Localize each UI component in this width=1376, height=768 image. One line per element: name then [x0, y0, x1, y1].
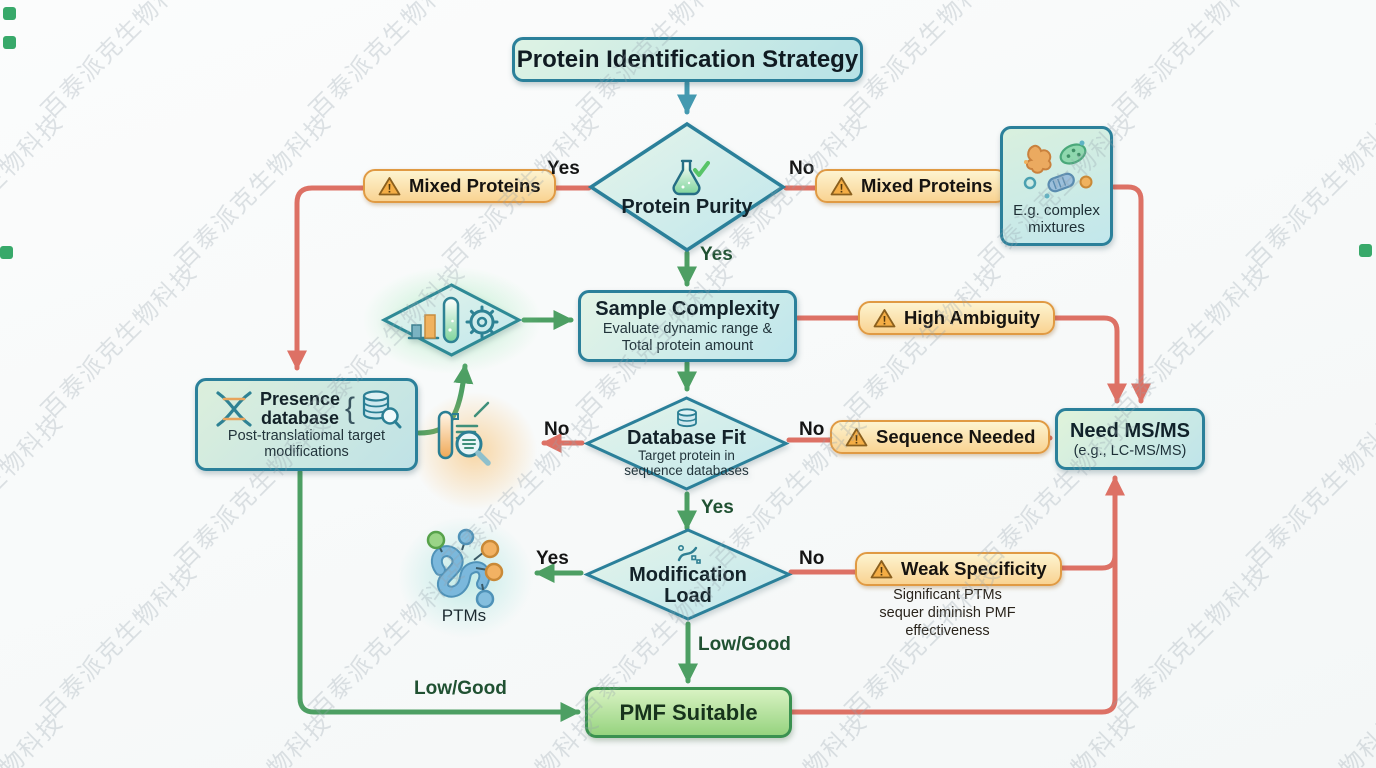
page-title: Protein Identification Strategy: [516, 45, 859, 73]
modification-icon: [677, 544, 701, 564]
diamond-shape: [583, 528, 793, 621]
note-title: Presence database: [259, 388, 341, 428]
ptms-label: PTMs: [441, 606, 487, 625]
tube-search-icon: [437, 401, 491, 466]
badge-label: Mixed Proteins: [409, 175, 541, 196]
decision-label: Database Fit: [627, 427, 746, 450]
decision-protein-purity: Protein Purity: [587, 120, 787, 254]
edge-complex-to-needmsms: [1111, 184, 1151, 404]
mixture-blobs-icon: [1023, 140, 1092, 199]
step-sample-complexity: Sample Complexity Evaluate dynamic range…: [578, 290, 797, 362]
edge-presence-to-pmf: [297, 469, 581, 722]
decision-label: Protein Purity: [621, 195, 753, 218]
note-subtitle: modifications: [264, 443, 349, 460]
edge-label-purity-yes-left: Yes: [547, 158, 580, 179]
badge-mixed-proteins-right: ! Mixed Proteins: [815, 169, 1008, 203]
badge-label: Weak Specificity: [901, 558, 1047, 579]
edge-label-mod-yes-left: Yes: [536, 548, 569, 569]
warning-icon: !: [870, 560, 893, 579]
edge-purity-yes-to-presence: [287, 185, 592, 371]
ptms-protein-icon: [426, 528, 504, 609]
result-title: PMF Suitable: [619, 699, 758, 725]
decision-modification-load: Modification Load: [583, 527, 793, 622]
badge-high-ambiguity: ! High Ambiguity: [858, 301, 1055, 335]
svg-text:!: !: [883, 314, 887, 328]
example-complex-mixtures: E.g. complex mixtures: [1000, 126, 1113, 246]
note-presence-database: Presence database { Post-translatiomal t…: [195, 378, 418, 471]
badge-weak-specificity: ! Weak Specificity: [855, 552, 1062, 586]
svg-text:!: !: [840, 182, 844, 196]
edge-label-mod-lowgood-down: Low/Good: [698, 634, 791, 655]
edge-label-mod-no-right: No: [799, 548, 825, 569]
decision-database-fit: Database Fit Target protein in sequence …: [583, 395, 790, 492]
ptms-icon-wrap: [412, 528, 512, 613]
edge-high-to-needmsms: [1030, 315, 1127, 404]
badge-sequence-needed: ! Sequence Needed: [830, 420, 1051, 454]
edge-label-dbfit-no-left: No: [544, 419, 570, 440]
edge-label-purity-yes-down: Yes: [700, 244, 733, 265]
result-title: Need MS/MS: [1069, 419, 1191, 442]
result-pmf-suitable: PMF Suitable: [585, 687, 792, 738]
dna-icon: [216, 391, 252, 427]
step-title: Sample Complexity: [595, 298, 780, 321]
flask-check-icon: [672, 159, 710, 195]
edge-label-purity-no-right: No: [789, 158, 815, 179]
badge-label: Mixed Proteins: [861, 175, 993, 196]
warning-icon: !: [845, 428, 868, 447]
svg-text:!: !: [855, 433, 859, 447]
brace-glyph: {: [345, 391, 356, 425]
badge-mixed-proteins-left: ! Mixed Proteins: [363, 169, 556, 203]
result-need-msms: Need MS/MS (e.g., LC-MS/MS): [1055, 408, 1205, 470]
sequence-search-icon-wrap: [425, 400, 497, 477]
result-subtitle: (e.g., LC-MS/MS): [1073, 442, 1187, 459]
step-subtitle: Evaluate dynamic range &: [602, 321, 773, 338]
title-node: Protein Identification Strategy: [512, 37, 863, 82]
edge-label-presence-lowgood: Low/Good: [414, 678, 507, 699]
note-subtitle: Post-translatiomal target: [227, 427, 386, 444]
svg-text:!: !: [388, 182, 392, 196]
database-icon: [676, 408, 697, 428]
step-subtitle: Total protein amount: [621, 337, 754, 354]
warning-icon: !: [873, 309, 896, 328]
diamond-shape: [583, 396, 790, 491]
analysis-tools-diamond: [380, 282, 523, 358]
badge-label: High Ambiguity: [904, 307, 1040, 328]
weak-specificity-note: Significant PTMs sequer diminish PMF eff…: [879, 587, 1016, 640]
database-search-icon: [362, 390, 402, 429]
svg-text:!: !: [880, 565, 884, 579]
edge-pmf-right-to-needmsms: [787, 475, 1125, 715]
warning-icon: !: [378, 177, 401, 196]
badge-label: Sequence Needed: [876, 426, 1036, 447]
bars-tube-gear-icon: [407, 296, 498, 344]
edge-label-dbfit-yes-down: Yes: [701, 497, 734, 518]
example-caption: E.g. complex mixtures: [1013, 201, 1100, 236]
warning-icon: !: [830, 177, 853, 196]
edge-label-dbfit-no-right: No: [799, 419, 825, 440]
